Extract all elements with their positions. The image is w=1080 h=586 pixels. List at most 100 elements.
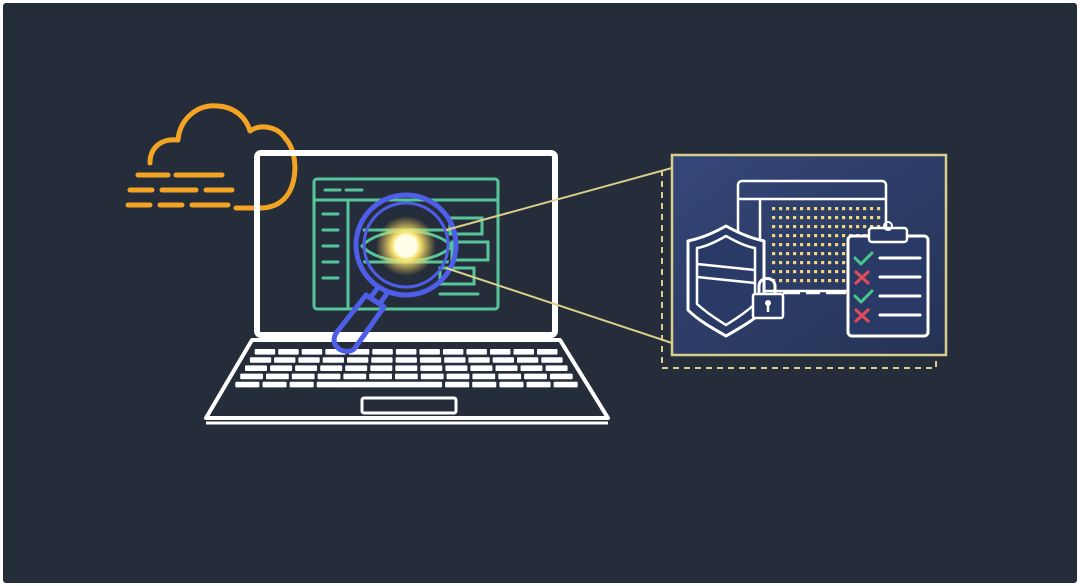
keyboard-key (445, 381, 470, 388)
table-cell-dot (772, 234, 776, 238)
table-cell-dot (828, 207, 832, 211)
table-cell-dot (793, 270, 797, 274)
keyboard-key (254, 349, 276, 355)
laptop-icon (204, 150, 610, 425)
keyboard-key (345, 365, 368, 371)
table-cell-dot (835, 234, 839, 238)
keyboard-key (524, 373, 547, 380)
table-cell-dot (786, 225, 790, 229)
table-cell-dot (772, 207, 776, 211)
keyboard-key (526, 381, 551, 388)
check-icon (853, 289, 874, 304)
table-cell-dot (793, 207, 797, 211)
keyboard-key (316, 381, 443, 388)
keyboard-key (541, 357, 563, 363)
table-cell-dot (835, 225, 839, 229)
table-cell-dot (821, 261, 825, 265)
table-cell-dot (828, 279, 832, 283)
table-cell-dot (779, 261, 783, 265)
browser-window-icon (312, 177, 500, 311)
table-cell-dot (863, 207, 867, 211)
table-cell-dot (842, 234, 846, 238)
table-cell-dot (835, 216, 839, 220)
keyboard-key (262, 381, 287, 388)
table-cell-dot (772, 270, 776, 274)
table-cell-dot (821, 270, 825, 274)
table-cell-dot (800, 207, 804, 211)
keyboard-key (395, 365, 418, 371)
table-cell-dot (807, 279, 811, 283)
table-cell-dot (786, 261, 790, 265)
table-cell-dot (856, 216, 860, 220)
table-cell-dot (828, 261, 832, 265)
keyboard-key (371, 357, 393, 363)
table-cell-dot (800, 279, 804, 283)
cloud-icon (125, 103, 298, 211)
table-cell-dot (800, 216, 804, 220)
table-cell-dot (800, 234, 804, 238)
table-cell-dot (800, 243, 804, 247)
keyboard-key (420, 365, 443, 371)
table-cell-dot (779, 243, 783, 247)
keyboard-key (369, 373, 392, 380)
callout-connector-lines (445, 167, 673, 344)
background-panel (3, 3, 1077, 583)
table-cell-dot (828, 270, 832, 274)
keyboard-key (370, 365, 393, 371)
table-cell-dot (793, 216, 797, 220)
table-cell-dot (793, 252, 797, 256)
keyboard-key (347, 357, 369, 363)
keyboard-key (517, 357, 539, 363)
keyboard-key (470, 365, 493, 371)
table-cell-dot (793, 225, 797, 229)
table-cell-dot (849, 225, 853, 229)
keyboard-key (240, 373, 263, 380)
table-cell-dot (814, 234, 818, 238)
keyboard-key (289, 381, 314, 388)
table-cell-dot (828, 216, 832, 220)
table-cell-dot (807, 261, 811, 265)
keyboard-key (249, 357, 272, 363)
keyboard-key (513, 349, 534, 355)
table-cell-dot (842, 252, 846, 256)
table-cell-dot (821, 216, 825, 220)
table-cell-dot (786, 234, 790, 238)
table-cell-dot (870, 225, 874, 229)
table-cell-dot (856, 225, 860, 229)
table-cell-dot (807, 225, 811, 229)
table-cell-dot (779, 207, 783, 211)
table-cell-dot (800, 252, 804, 256)
table-cell-dot (793, 261, 797, 265)
table-cell-dot (842, 225, 846, 229)
table-cell-dot (786, 216, 790, 220)
keyboard-key (395, 349, 417, 355)
keyboard-key (442, 349, 464, 355)
table-cell-dot (835, 252, 839, 256)
table-cell-dot (835, 279, 839, 283)
shield-icon (686, 224, 766, 338)
table-cell-dot (863, 216, 867, 220)
keyboard-key (266, 373, 289, 380)
keyboard-key (270, 365, 293, 371)
laptop-keyboard (235, 349, 578, 388)
table-cell-dot (870, 216, 874, 220)
table-cell-dot (814, 261, 818, 265)
table-cell-dot (821, 234, 825, 238)
table-cell-dot (793, 243, 797, 247)
table-cell-dot (877, 216, 881, 220)
keyboard-key (274, 357, 296, 363)
keyboard-key (490, 349, 511, 355)
cross-icon (854, 308, 870, 323)
table-cell-dot (814, 279, 818, 283)
table-cell-dot (779, 225, 783, 229)
table-cell-dot (821, 225, 825, 229)
keyboard-key (245, 365, 267, 371)
keyboard-key (317, 373, 341, 380)
table-cell-dot (807, 216, 811, 220)
table-cell-dot (849, 216, 853, 220)
table-cell-dot (828, 252, 832, 256)
table-cell-dot (779, 216, 783, 220)
keyboard-key (301, 349, 323, 355)
